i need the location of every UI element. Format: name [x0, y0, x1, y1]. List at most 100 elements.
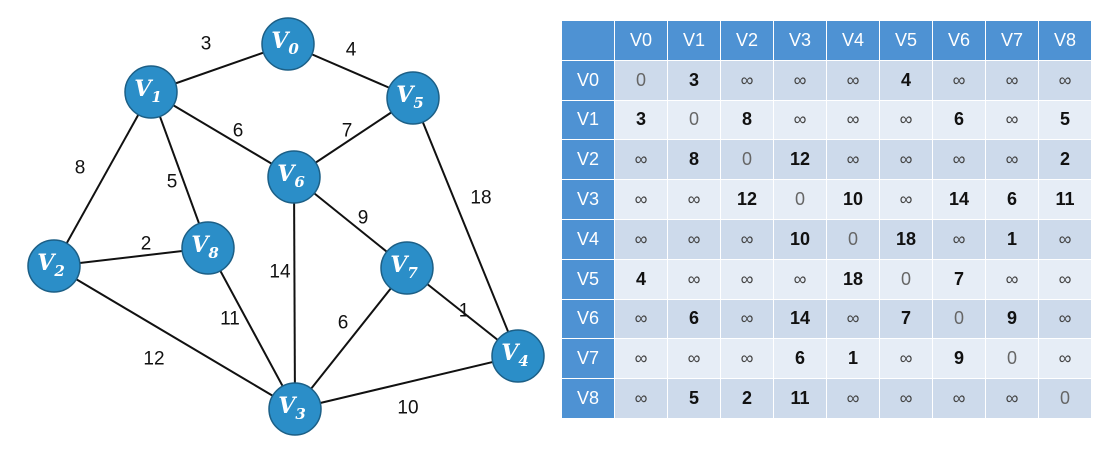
matrix-cell: ∞: [1038, 218, 1092, 260]
vertex-circle: [267, 150, 321, 204]
vertex-circle: [261, 17, 315, 71]
matrix-cell: 3: [667, 59, 721, 101]
matrix-cell: ∞: [826, 99, 880, 141]
matrix-cell: ∞: [879, 139, 933, 181]
matrix-cell: ∞: [667, 258, 721, 300]
column-header-v7: V7: [985, 20, 1039, 61]
column-header-v2: V2: [720, 20, 774, 61]
matrix-cell: 11: [1038, 179, 1092, 220]
row-header-v7: V7: [561, 338, 615, 380]
column-header-v4: V4: [826, 20, 880, 61]
edge-weight-label: 3: [201, 34, 212, 55]
matrix-cell: 9: [932, 338, 986, 380]
matrix-cell: 1: [826, 338, 880, 380]
edge-v7-v3: [294, 267, 408, 410]
column-header-v8: V8: [1038, 20, 1092, 61]
vertex-v2: V2: [27, 239, 81, 293]
matrix-cell: ∞: [985, 258, 1039, 300]
edge-weight-label: 14: [269, 262, 291, 283]
matrix-cell: 10: [826, 179, 880, 220]
matrix-cell: 1: [985, 218, 1039, 260]
matrix-cell: ∞: [879, 179, 933, 220]
matrix-cell: ∞: [879, 378, 933, 419]
matrix-cell: 0: [1038, 378, 1092, 419]
matrix-cell: ∞: [1038, 59, 1092, 101]
matrix-cell: ∞: [773, 59, 827, 101]
vertex-circle: [491, 329, 545, 383]
matrix-cell: 9: [985, 298, 1039, 340]
matrix-cell: ∞: [985, 59, 1039, 101]
row-header-v2: V2: [561, 139, 615, 181]
edge-weight-label: 10: [397, 398, 418, 419]
matrix-cell: ∞: [932, 59, 986, 101]
matrix-cell: 6: [667, 298, 721, 340]
edge-v5-v4: [412, 97, 519, 357]
matrix-cell: ∞: [826, 378, 880, 419]
vertex-v0: V0: [261, 17, 315, 71]
matrix-cell: ∞: [614, 378, 668, 419]
matrix-cell: 2: [720, 378, 774, 419]
row-header-v5: V5: [561, 258, 615, 300]
matrix-cell: 8: [667, 139, 721, 181]
vertex-v8: V8: [181, 221, 235, 275]
matrix-cell: ∞: [614, 298, 668, 340]
matrix-cell: ∞: [879, 338, 933, 380]
edge-weight-label: 11: [220, 309, 240, 330]
matrix-cell: 0: [667, 99, 721, 141]
matrix-cell: 4: [879, 59, 933, 101]
column-header-v6: V6: [932, 20, 986, 61]
edge-weight-label: 1: [459, 301, 470, 322]
vertex-label: V5: [396, 82, 424, 112]
matrix-cell: 0: [879, 258, 933, 300]
matrix-cell: 0: [985, 338, 1039, 380]
edge-weight-label: 6: [233, 121, 244, 142]
edge-weight-label: 4: [346, 40, 357, 61]
matrix-cell: 0: [826, 218, 880, 260]
matrix-cell: ∞: [720, 338, 774, 380]
matrix-cell: ∞: [720, 218, 774, 260]
matrix-cell: ∞: [826, 298, 880, 340]
matrix-cell: ∞: [614, 218, 668, 260]
matrix-cell: ∞: [614, 338, 668, 380]
matrix-cell: ∞: [720, 298, 774, 340]
vertex-v4: V4: [491, 329, 545, 383]
edge-v6-v3: [293, 176, 296, 410]
matrix-cell: ∞: [932, 218, 986, 260]
matrix-cell: ∞: [879, 99, 933, 141]
matrix-cell: 14: [932, 179, 986, 220]
matrix-cell: ∞: [932, 378, 986, 419]
matrix-cell: 7: [932, 258, 986, 300]
vertex-label: V6: [277, 161, 305, 191]
vertex-v5: V5: [386, 71, 440, 125]
vertex-label: V8: [191, 232, 219, 262]
matrix-cell: ∞: [614, 139, 668, 181]
edge-weight-label: 12: [143, 349, 164, 370]
matrix-cell: 0: [720, 139, 774, 181]
matrix-cell: 7: [879, 298, 933, 340]
matrix-cell: ∞: [614, 179, 668, 220]
matrix-cell: 0: [614, 59, 668, 101]
edge-v3-v4: [294, 355, 519, 410]
matrix-cell: 14: [773, 298, 827, 340]
matrix-cell: ∞: [985, 139, 1039, 181]
edge-weight-label: 2: [141, 234, 152, 255]
row-header-v3: V3: [561, 179, 615, 220]
edge-weight-label: 6: [338, 313, 349, 334]
graph-edges: [53, 43, 519, 410]
matrix-cell: ∞: [826, 59, 880, 101]
vertex-label: V7: [390, 252, 418, 282]
matrix-cell: 6: [773, 338, 827, 380]
vertex-label: V0: [271, 28, 299, 58]
vertex-circle: [380, 241, 434, 295]
vertex-circle: [27, 239, 81, 293]
row-header-v1: V1: [561, 99, 615, 141]
matrix-cell: ∞: [1038, 338, 1092, 380]
